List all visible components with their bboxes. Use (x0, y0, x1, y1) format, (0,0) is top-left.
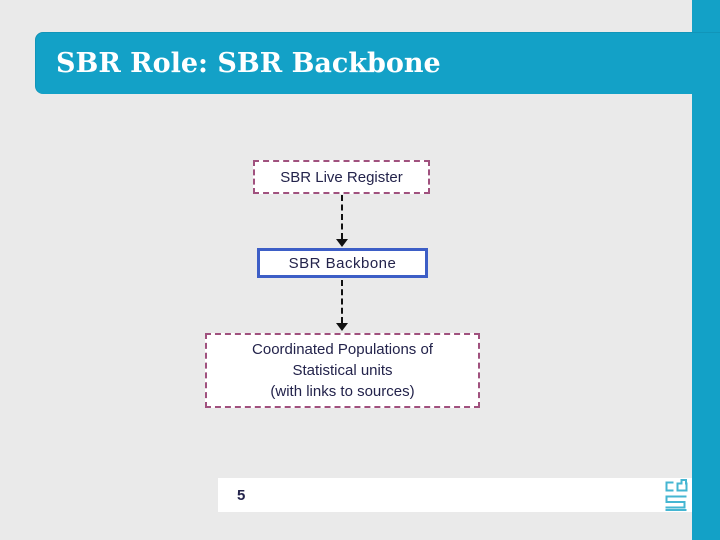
node-label-line: Coordinated Populations of (252, 341, 433, 358)
node-label: SBR Backbone (288, 254, 397, 272)
connector-line-2 (341, 280, 343, 323)
node-label: SBR Live Register (280, 168, 403, 186)
arrow-down-icon (336, 239, 348, 247)
node-label-line: Statistical units (292, 362, 393, 379)
node-sbr-backbone: SBR Backbone (257, 248, 428, 278)
arrow-down-icon (336, 323, 348, 331)
node-label-line: (with links to sources) (270, 383, 415, 400)
title-banner: SBR Role: SBR Backbone (35, 32, 720, 94)
slide-footer: 5 (218, 478, 692, 512)
cbs-logo-icon (663, 479, 689, 511)
connector-line-1 (341, 195, 343, 239)
slide-title: SBR Role: SBR Backbone (56, 47, 441, 79)
page-number: 5 (237, 486, 246, 504)
node-coordinated-populations: Coordinated Populations of Statistical u… (205, 333, 480, 408)
node-sbr-live-register: SBR Live Register (253, 160, 430, 194)
